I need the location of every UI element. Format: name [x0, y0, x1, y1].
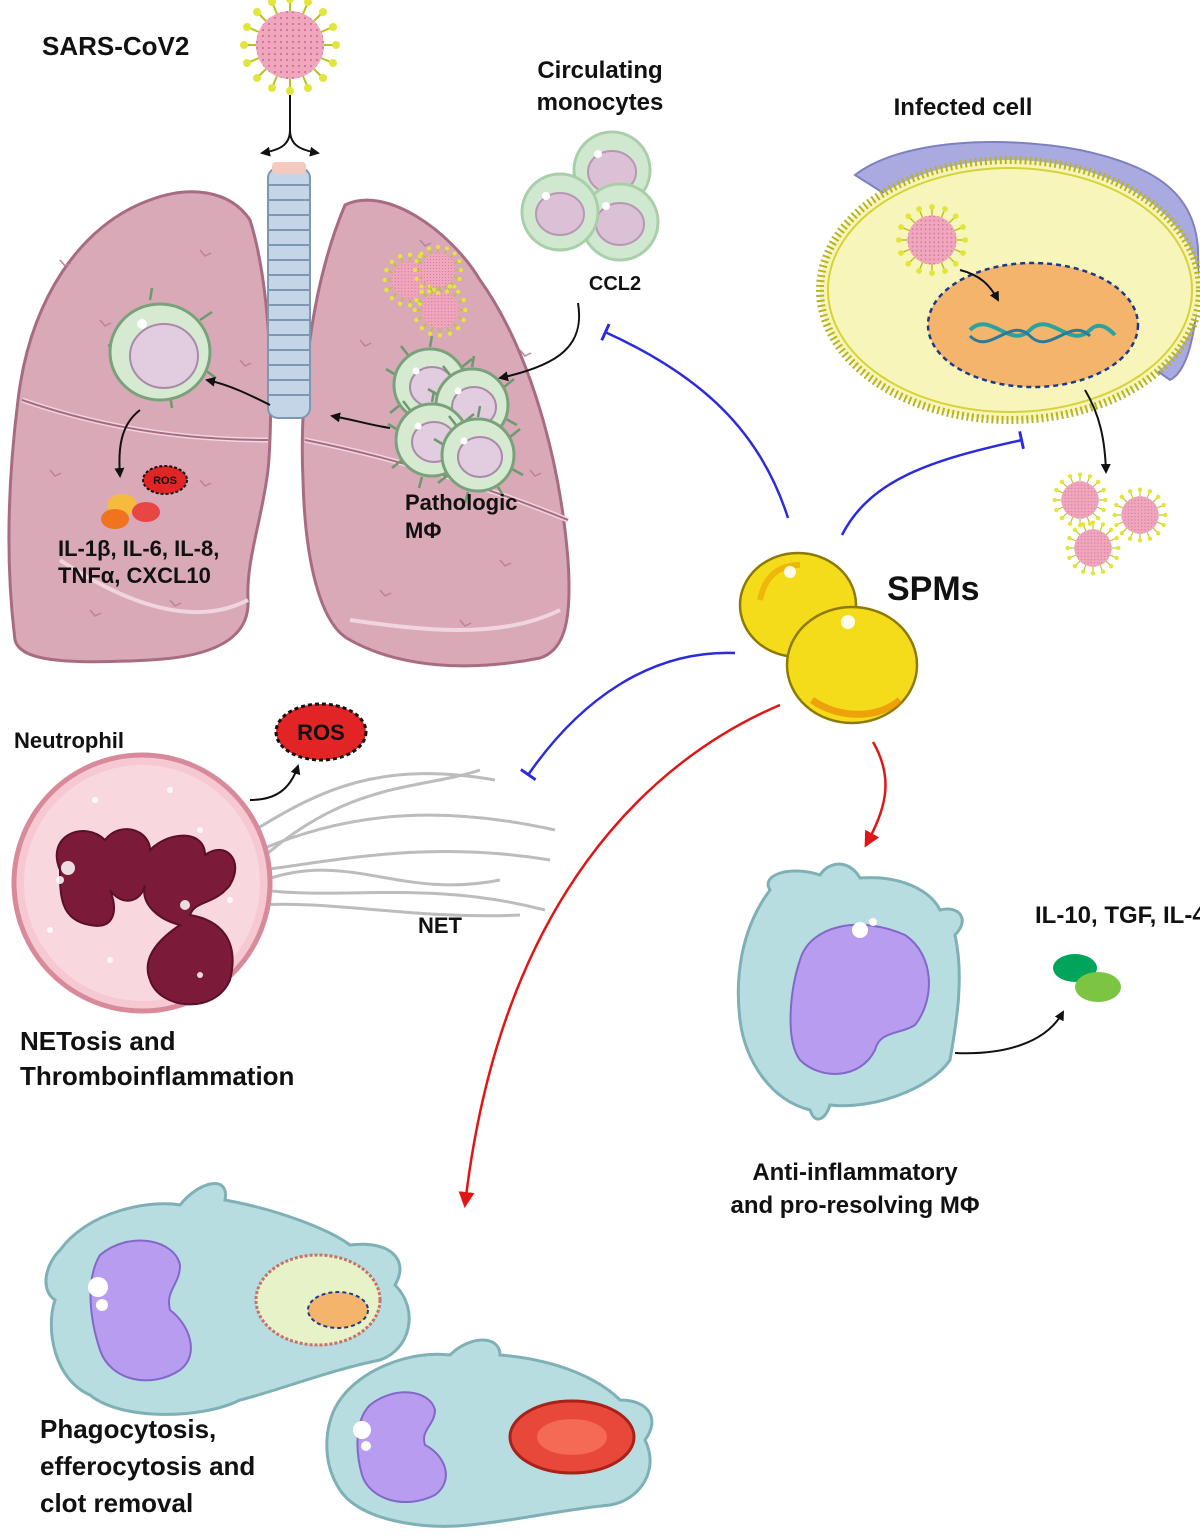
pathologic-label-line1: Pathologic [405, 490, 517, 515]
virus-release-arrow [1084, 389, 1111, 474]
svg-text:ROS: ROS [153, 475, 177, 487]
netosis-label-line1: NETosis and [20, 1026, 176, 1056]
lung-arrow-from-pathologic [330, 412, 391, 429]
phagocytic-macrophage-icon-2 [325, 1338, 654, 1528]
netosis-label-line2: Thromboinflammation [20, 1061, 294, 1091]
ccl2-recruitment-arrow [498, 302, 581, 382]
pathologic-label-line2: MΦ [405, 518, 441, 543]
neutrophil-icon [11, 752, 273, 1014]
cytokine-blobs [101, 494, 160, 529]
net-label: NET [418, 913, 463, 938]
net-fibers [254, 768, 556, 918]
virus-entry-arrow-right [289, 129, 320, 157]
trachea [267, 162, 311, 419]
spm-inhibits-infection [840, 430, 1025, 536]
spm-inhibits-net [520, 651, 736, 781]
phagocytic-macrophage-icon-1 [44, 1182, 411, 1416]
anti-cytokines-label: IL-10, TGF, IL-4 [1035, 902, 1200, 929]
phago-label-line2: efferocytosis and [40, 1451, 255, 1481]
ccl2-label: CCL2 [589, 273, 641, 295]
neutrophil-label: Neutrophil [14, 728, 124, 753]
infected-cell-label: Infected cell [894, 94, 1033, 121]
infected-cell-virus-icon [895, 203, 969, 277]
ros-badge: ROS [274, 702, 368, 762]
macrophage-to-cytokine-arrow [114, 409, 141, 478]
cytokines-label-line1: IL-1β, IL-6, IL-8, [58, 536, 219, 561]
lung-arrow-to-macrophage [205, 376, 271, 406]
phago-label-line1: Phagocytosis, [40, 1414, 216, 1444]
monocytes-label-line2: monocytes [537, 89, 664, 116]
spms-icon [738, 551, 919, 725]
small-ros-badge: ROS [142, 465, 188, 495]
macrophage-to-cytokine-arrow-2 [954, 1010, 1064, 1055]
anti-macrophage-label-line2: and pro-resolving MΦ [730, 1192, 979, 1219]
anti-macrophage-label-line1: Anti-inflammatory [752, 1159, 958, 1186]
released-virus-cluster [1051, 471, 1169, 577]
cytokines-label-line2: TNFα, CXCL10 [58, 563, 211, 588]
virus-icon [239, 0, 341, 96]
anti-cytokine-blobs [1053, 954, 1121, 1002]
lung-macrophage [107, 287, 217, 409]
spm-promotes-antiinflammatory [864, 741, 887, 848]
antiinflammatory-macrophage-icon [736, 862, 964, 1121]
spms-label: SPMs [887, 570, 980, 608]
phago-label-line3: clot removal [40, 1488, 193, 1518]
neutrophil-to-ros-arrow [249, 764, 301, 801]
virus-entry-arrow-left [260, 95, 291, 157]
monocytes-label-line1: Circulating [537, 57, 662, 84]
virus-to-nucleus-arrow [959, 269, 999, 302]
spm-inhibits-ccl2 [600, 323, 790, 519]
virus-label: SARS-CoV2 [42, 31, 189, 61]
infected-cell-icon [816, 141, 1200, 424]
svg-text:ROS: ROS [297, 720, 345, 745]
spm-promotes-phagocytosis [458, 703, 781, 1208]
circulating-monocytes-icon [520, 130, 660, 262]
